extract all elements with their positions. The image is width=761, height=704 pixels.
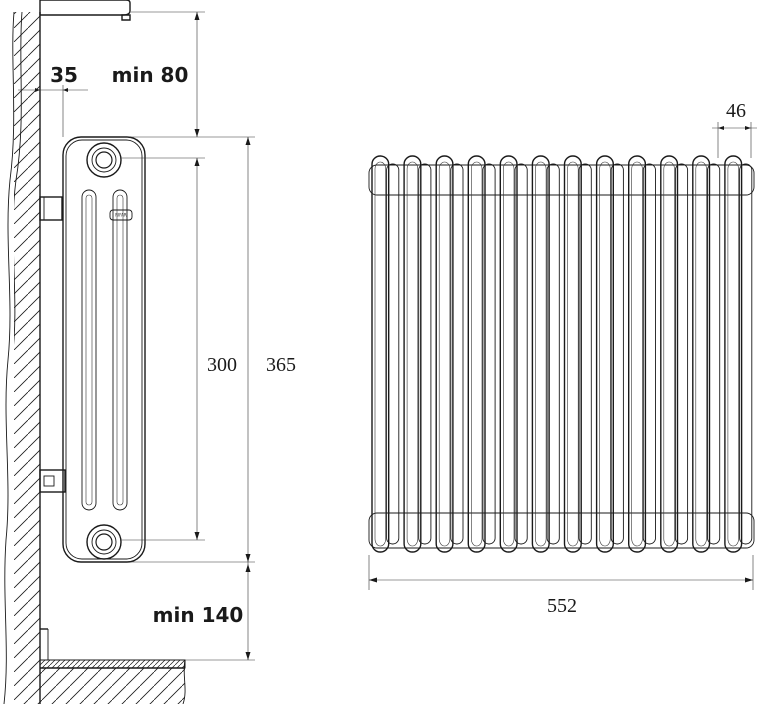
brand-logo (109, 209, 133, 221)
radiator-section (724, 155, 753, 553)
radiator-sections (371, 155, 753, 553)
windowsill (39, 0, 205, 21)
floor (39, 628, 255, 704)
radiator-section (595, 155, 624, 553)
dimension-total-height: 365 (130, 137, 296, 563)
radiator-section (403, 155, 432, 553)
dimension-top-clearance: min 80 (112, 12, 255, 138)
radiator-section (467, 155, 496, 553)
radiator-section (563, 155, 592, 553)
label-floor-clearance: min 140 (153, 603, 244, 627)
label-top-clearance: min 80 (112, 63, 189, 87)
label-total-width: 552 (547, 595, 577, 617)
radiator-side-profile: RIFAR (62, 136, 146, 563)
top-connection-icon (86, 142, 122, 178)
brand-logo-text: RIFAR (115, 213, 127, 218)
radiator-section (499, 155, 528, 553)
radiator-section (435, 155, 464, 553)
dimension-section-width: 46 (712, 100, 757, 158)
mounting-bracket (39, 196, 66, 493)
label-section-width: 46 (726, 100, 746, 122)
wall (0, 11, 41, 704)
label-total-height: 365 (266, 354, 296, 376)
radiator-section (660, 155, 689, 553)
label-wall-gap: 35 (50, 63, 78, 87)
radiator-section (692, 155, 721, 553)
radiator-section (371, 155, 400, 553)
dimension-total-width: 552 (368, 555, 754, 617)
front-view: 46 552 (368, 100, 757, 617)
bottom-connection-icon (86, 524, 122, 560)
dimension-wall-gap: 35 (18, 63, 88, 137)
side-view: RIFAR 35 min 80 (0, 0, 296, 704)
dimension-floor-clearance: min 140 (153, 562, 251, 660)
radiator-section (531, 155, 560, 553)
label-center-distance: 300 (207, 354, 237, 376)
radiator-section (628, 155, 656, 553)
dimension-center-distance: 300 (120, 157, 237, 541)
